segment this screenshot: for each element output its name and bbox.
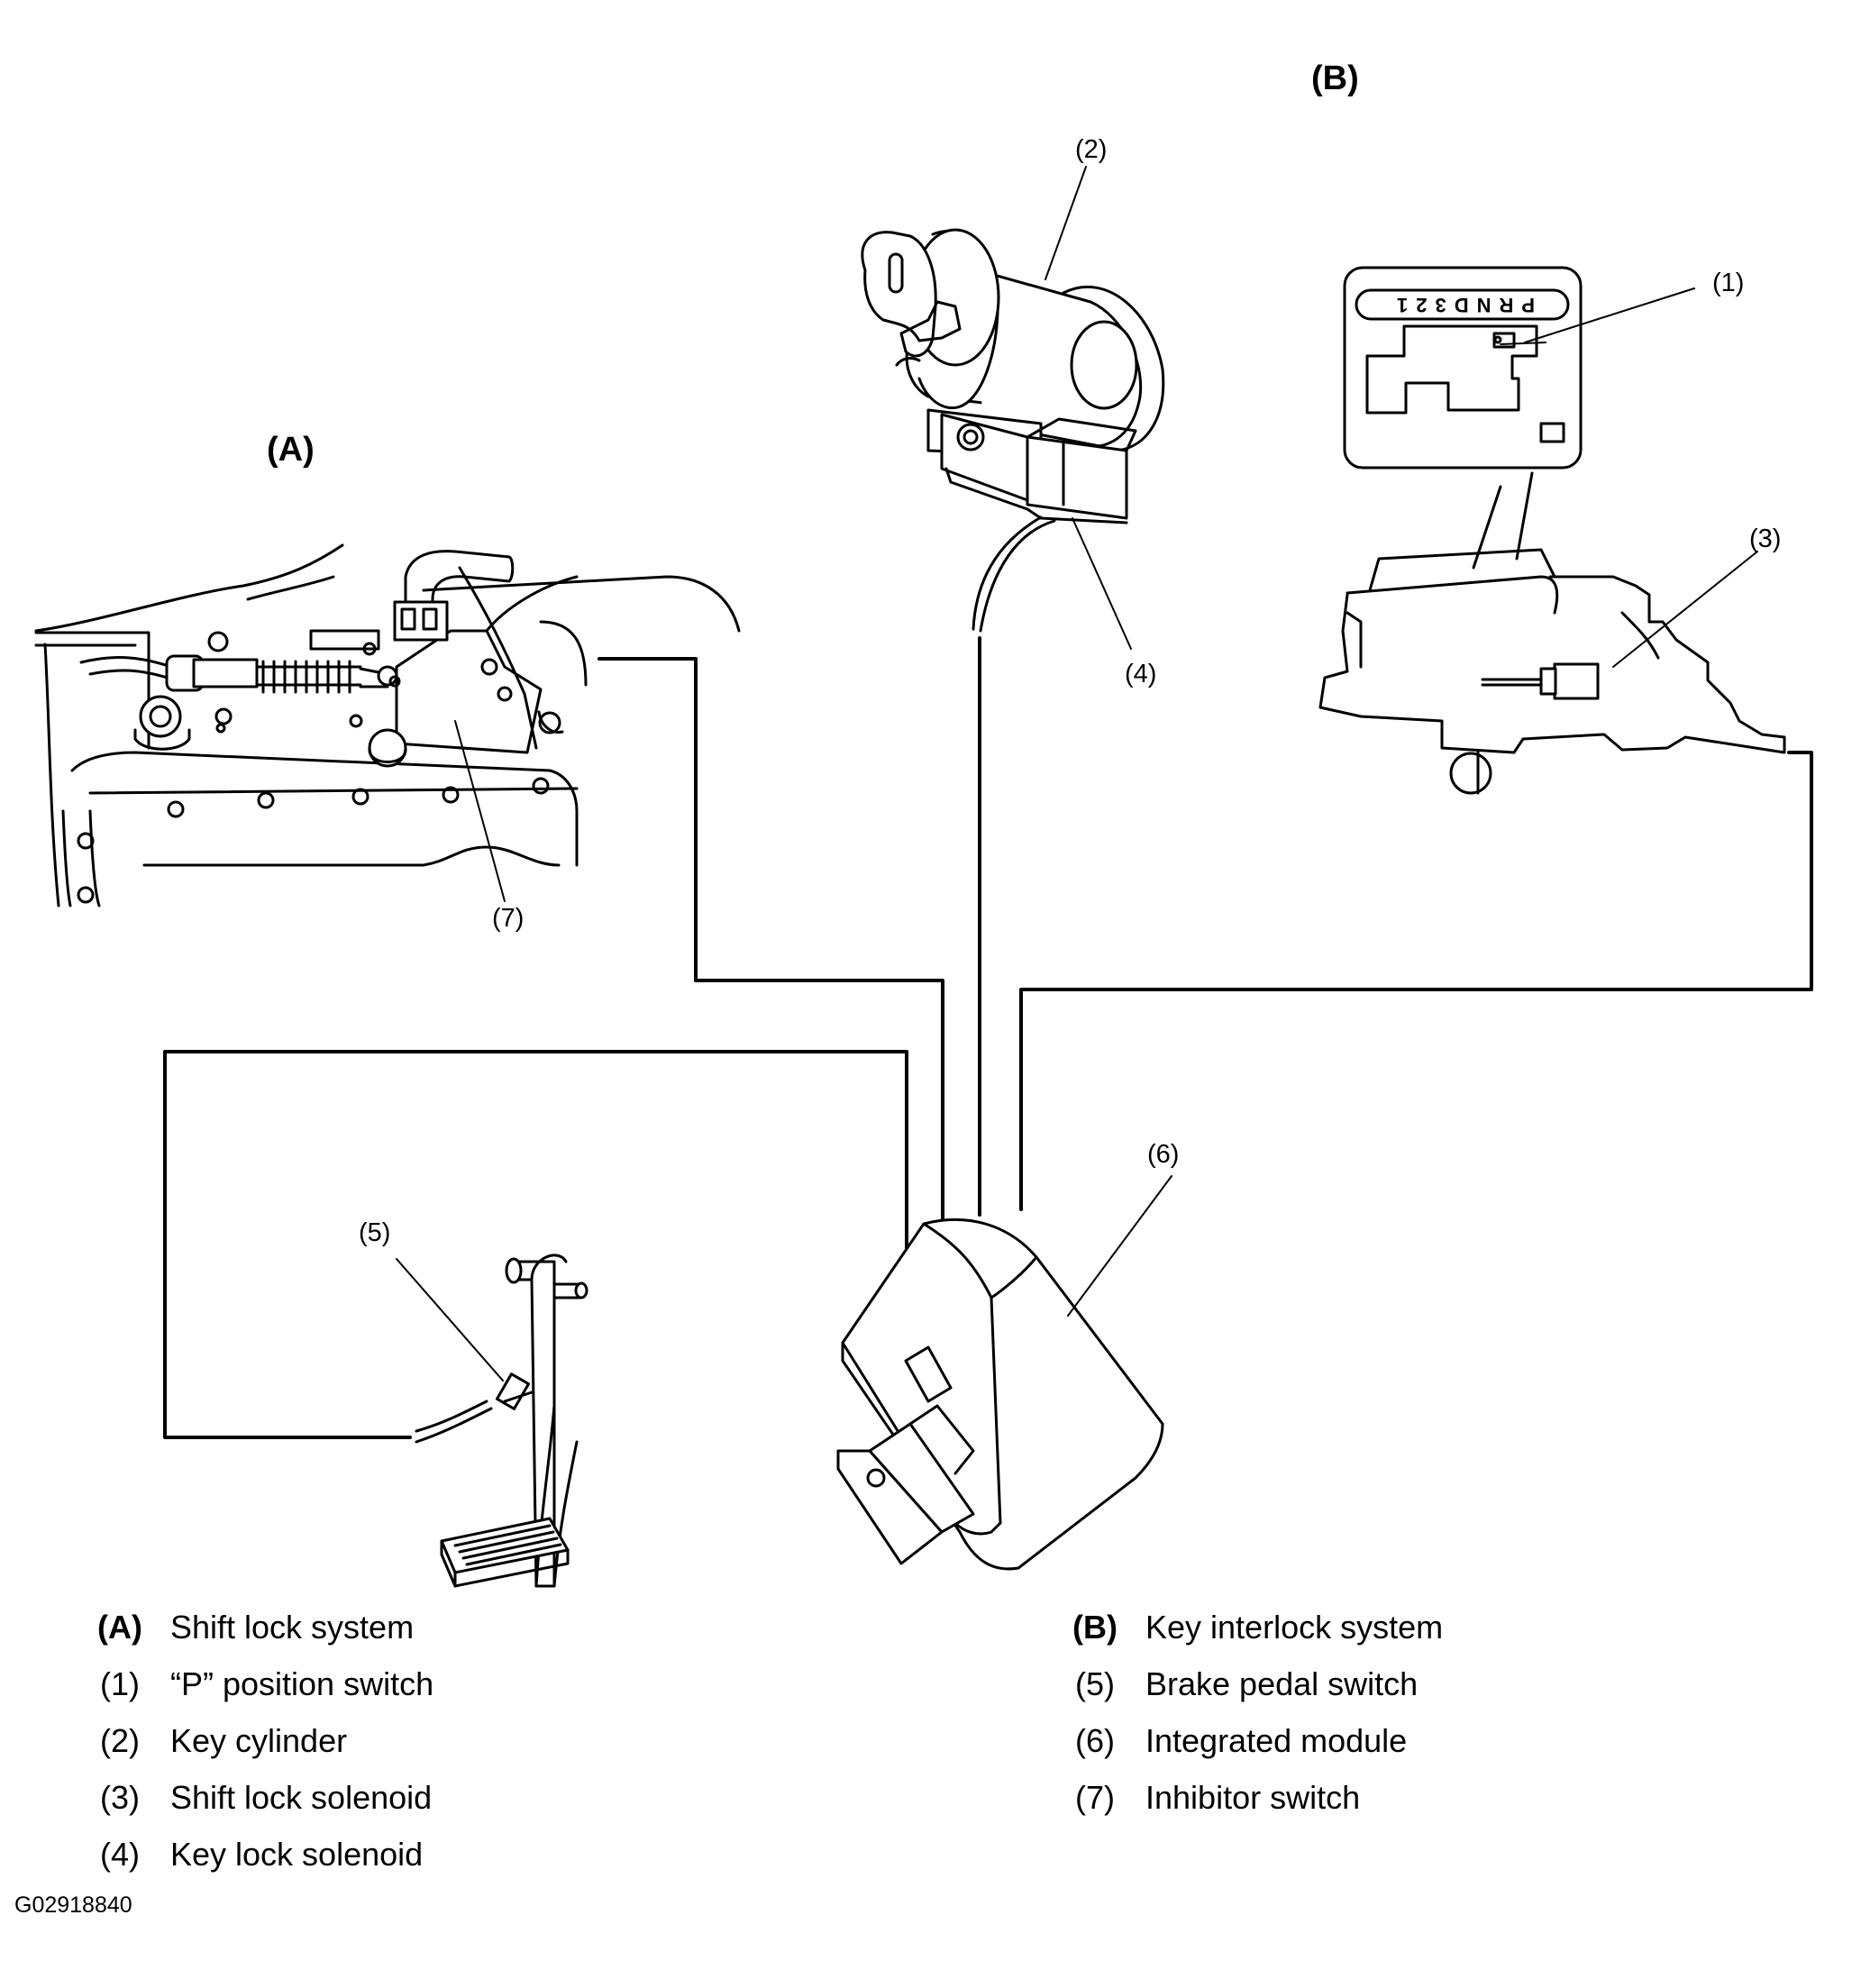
- legend-code: (2): [100, 1722, 140, 1759]
- figure-id: G02918840: [14, 1892, 132, 1918]
- legend-text: Key interlock system: [1145, 1609, 1444, 1646]
- legend-code: (7): [1075, 1779, 1115, 1816]
- callout-5: (5): [359, 1218, 391, 1247]
- legend-code: (B): [1072, 1609, 1118, 1646]
- legend-text: “P” position switch: [170, 1665, 434, 1702]
- legend-code: (1): [100, 1665, 140, 1702]
- callout-1: (1): [1712, 269, 1745, 297]
- legend-left: (A) Shift lock system (1) “P” position s…: [84, 1609, 715, 1897]
- callout-4: (4): [1125, 660, 1157, 689]
- legend-code: (3): [100, 1779, 140, 1816]
- legend-text: Brake pedal switch: [1145, 1665, 1419, 1702]
- callout-2: (2): [1075, 135, 1108, 164]
- legend-text: Integrated module: [1145, 1722, 1408, 1759]
- legend-code: (5): [1075, 1665, 1115, 1702]
- legend-text: Key lock solenoid: [170, 1836, 424, 1873]
- legend-text: Shift lock solenoid: [170, 1779, 433, 1816]
- legend-code: (A): [97, 1609, 142, 1646]
- wire-brake-pedal-switch: [163, 1050, 908, 1439]
- legend-code: (4): [100, 1836, 140, 1873]
- wire-inhibitor-switch: [598, 657, 944, 1220]
- wiring-harness: [163, 636, 1813, 1439]
- shift-gate-letters: PRND321: [1389, 294, 1535, 316]
- legend-text: Key cylinder: [170, 1722, 348, 1759]
- key-cylinder-illustration: [861, 166, 1165, 650]
- legend-text: Shift lock system: [170, 1609, 415, 1646]
- wire-shift-lock-solenoid: [1019, 751, 1813, 1211]
- shifter-illustration: PRND321: [1318, 266, 1786, 795]
- transmission-illustration: [34, 543, 741, 907]
- callout-6: (6): [1147, 1140, 1180, 1169]
- section-label-a: (A): [267, 431, 315, 469]
- brake-pedal-illustration: [396, 1254, 588, 1588]
- legend-right: (B) Key interlock system (5) Brake pedal…: [1059, 1609, 1690, 1843]
- callout-3: (3): [1749, 524, 1782, 553]
- callout-7: (7): [492, 904, 525, 933]
- legend-code: (6): [1075, 1722, 1115, 1759]
- legend-text: Inhibitor switch: [1145, 1779, 1361, 1816]
- integrated-module-illustration: [836, 1175, 1172, 1571]
- section-label-b: (B): [1311, 59, 1359, 97]
